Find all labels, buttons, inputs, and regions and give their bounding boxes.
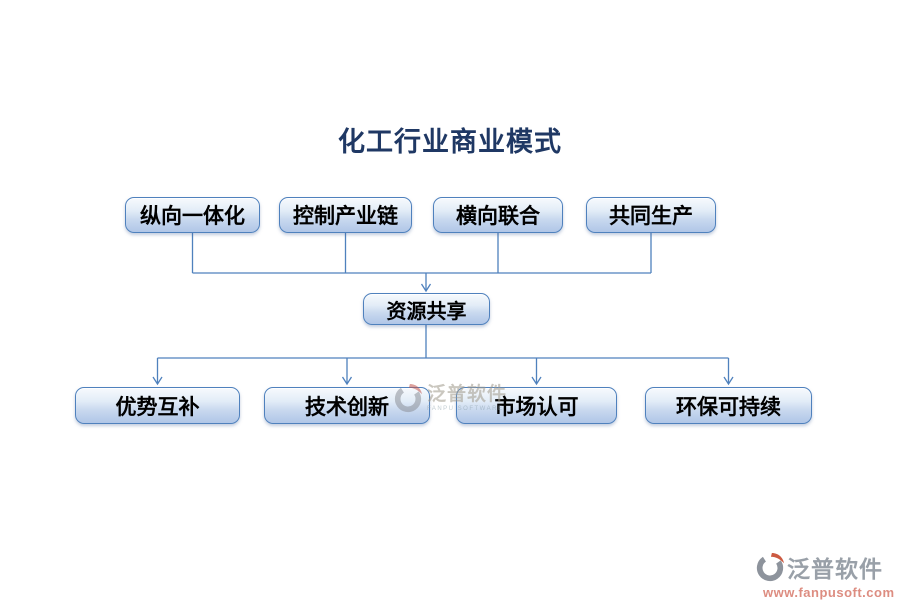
node-label: 纵向一体化 — [140, 205, 245, 228]
node-label: 技术创新 — [305, 395, 389, 419]
arrowhead — [420, 283, 432, 293]
node-complementary-advantages: 优势互补 — [75, 387, 240, 424]
node-label: 优势互补 — [115, 395, 200, 419]
node-resource-sharing: 资源共享 — [363, 293, 490, 325]
node-label: 共同生产 — [609, 205, 693, 228]
node-environmental-sustainability: 环保可持续 — [645, 387, 812, 424]
node-label: 横向联合 — [456, 205, 540, 228]
arrowhead — [531, 376, 542, 386]
node-control-industry-chain: 控制产业链 — [279, 197, 412, 233]
node-technological-innovation: 技术创新 — [264, 387, 430, 424]
node-label: 市场认可 — [494, 395, 579, 419]
arrowhead — [341, 376, 353, 386]
node-joint-production: 共同生产 — [586, 197, 716, 233]
node-vertical-integration: 纵向一体化 — [125, 197, 260, 233]
arrowhead — [723, 376, 734, 386]
node-horizontal-alliance: 横向联合 — [433, 197, 563, 233]
node-label: 控制产业链 — [293, 205, 398, 228]
arrowhead — [152, 376, 163, 386]
node-label: 环保可持续 — [676, 395, 781, 419]
node-market-recognition: 市场认可 — [456, 387, 617, 424]
node-label: 资源共享 — [386, 300, 467, 323]
diagram-title: 化工行业商业模式 — [338, 127, 562, 157]
